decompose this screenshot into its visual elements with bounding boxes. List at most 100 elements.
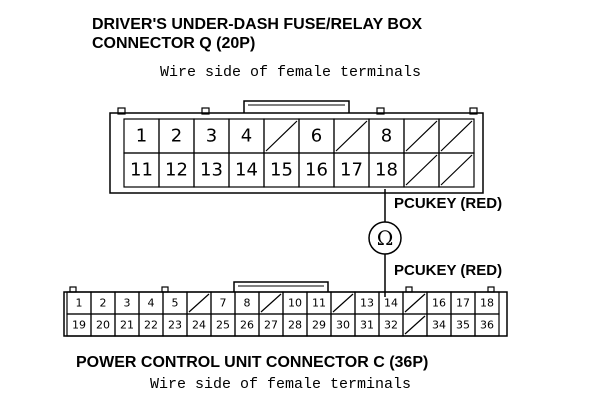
bottom-pin-cell	[402, 313, 428, 337]
bottom-pin-cell: 35	[450, 313, 476, 337]
bottom-pin-unused-slash	[188, 293, 210, 313]
bottom-connector-title: POWER CONTROL UNIT CONNECTOR C (36P)	[76, 354, 428, 371]
bottom-pin-number: 18	[480, 297, 494, 310]
bottom-pin-cell: 10	[282, 291, 308, 315]
bottom-pin-number: 4	[148, 297, 155, 310]
top-pin-number: 2	[171, 126, 182, 147]
bottom-connector-subtitle: Wire side of female terminals	[150, 376, 411, 393]
bottom-pin-number: 28	[288, 319, 302, 332]
bottom-pin-cell: 7	[210, 291, 236, 315]
bottom-pin-cell: 8	[234, 291, 260, 315]
top-pin-cell: 12	[158, 152, 195, 188]
bottom-pin-cell: 28	[282, 313, 308, 337]
top-pin-cell: 14	[228, 152, 265, 188]
top-connector-title-line2: CONNECTOR Q (20P)	[92, 35, 255, 52]
bottom-pin-cell	[258, 291, 284, 315]
bottom-pin-number: 31	[360, 319, 374, 332]
top-pin-number: 11	[130, 160, 153, 181]
bottom-pin-number: 20	[96, 319, 110, 332]
bottom-pin-number: 17	[456, 297, 470, 310]
top-connector-tab-right	[376, 107, 385, 115]
top-pin-cell: 11	[123, 152, 160, 188]
top-pin-cell: 4	[228, 118, 265, 154]
bottom-pin-cell: 3	[114, 291, 140, 315]
top-pin-number: 14	[235, 160, 258, 181]
bottom-pin-cell: 13	[354, 291, 380, 315]
top-pin-unused-slash	[335, 120, 368, 152]
bottom-pin-number: 10	[288, 297, 302, 310]
bottom-pin-cell	[402, 291, 428, 315]
bottom-pin-cell: 11	[306, 291, 332, 315]
bottom-pin-number: 27	[264, 319, 278, 332]
bottom-pin-number: 13	[360, 297, 374, 310]
bottom-connector-latch	[233, 281, 329, 292]
bottom-pin-number: 1	[76, 297, 83, 310]
top-pin-cell	[403, 118, 440, 154]
bottom-pin-cell: 29	[306, 313, 332, 337]
bottom-pin-cell: 36	[474, 313, 500, 337]
bottom-pin-cell: 34	[426, 313, 452, 337]
bottom-pin-number: 7	[220, 297, 227, 310]
bottom-pin-unused-slash	[332, 293, 354, 313]
bottom-pin-cell: 31	[354, 313, 380, 337]
bottom-pin-cell: 32	[378, 313, 404, 337]
top-connector-subtitle: Wire side of female terminals	[160, 64, 421, 81]
bottom-pin-number: 21	[120, 319, 134, 332]
top-pin-number: 15	[270, 160, 293, 181]
bottom-pin-cell: 17	[450, 291, 476, 315]
bottom-pin-cell: 14	[378, 291, 404, 315]
top-pin-cell	[438, 152, 475, 188]
bottom-pin-cell: 23	[162, 313, 188, 337]
bottom-pin-cell: 19	[66, 313, 92, 337]
top-connector-tab-left	[117, 107, 126, 115]
bottom-pin-number: 30	[336, 319, 350, 332]
top-pin-unused-slash	[440, 154, 473, 186]
top-pin-cell: 16	[298, 152, 335, 188]
top-connector-latch	[243, 100, 350, 113]
top-pin-number: 1	[136, 126, 147, 147]
top-pin-cell: 8	[368, 118, 405, 154]
bottom-pin-number: 35	[456, 319, 470, 332]
bottom-pin-number: 8	[244, 297, 251, 310]
bottom-pin-number: 24	[192, 319, 206, 332]
bottom-pin-cell: 24	[186, 313, 212, 337]
top-pin-cell: 2	[158, 118, 195, 154]
bottom-pin-number: 5	[172, 297, 179, 310]
bottom-pin-number: 14	[384, 297, 398, 310]
top-pin-cell: 1	[123, 118, 160, 154]
top-pin-cell	[403, 152, 440, 188]
bottom-pin-number: 32	[384, 319, 398, 332]
top-pin-number: 17	[340, 160, 363, 181]
top-pin-number: 18	[375, 160, 398, 181]
top-pin-cell	[263, 118, 300, 154]
top-pin-number: 12	[165, 160, 188, 181]
top-pin-cell: 13	[193, 152, 230, 188]
bottom-pin-number: 22	[144, 319, 158, 332]
top-connector-tab-far-right	[469, 107, 478, 115]
bottom-pin-cell: 2	[90, 291, 116, 315]
top-pin-cell	[333, 118, 370, 154]
bottom-pin-cell: 4	[138, 291, 164, 315]
top-pin-cell: 18	[368, 152, 405, 188]
bottom-pin-cell: 21	[114, 313, 140, 337]
bottom-pin-cell: 27	[258, 313, 284, 337]
bottom-pin-number: 16	[432, 297, 446, 310]
bottom-pin-number: 25	[216, 319, 230, 332]
bottom-pin-number: 11	[312, 297, 326, 310]
top-pin-cell: 3	[193, 118, 230, 154]
top-pin-unused-slash	[440, 120, 473, 152]
top-pin-number: 3	[206, 126, 217, 147]
wire-label-bottom: PCUKEY (RED)	[394, 262, 502, 279]
bottom-pin-cell: 30	[330, 313, 356, 337]
bottom-pin-unused-slash	[404, 315, 426, 335]
bottom-pin-number: 29	[312, 319, 326, 332]
top-pin-number: 4	[241, 126, 252, 147]
top-connector-shell	[109, 112, 484, 194]
bottom-pin-cell	[330, 291, 356, 315]
top-pin-cell	[438, 118, 475, 154]
bottom-pin-cell: 20	[90, 313, 116, 337]
top-pin-number: 16	[305, 160, 328, 181]
